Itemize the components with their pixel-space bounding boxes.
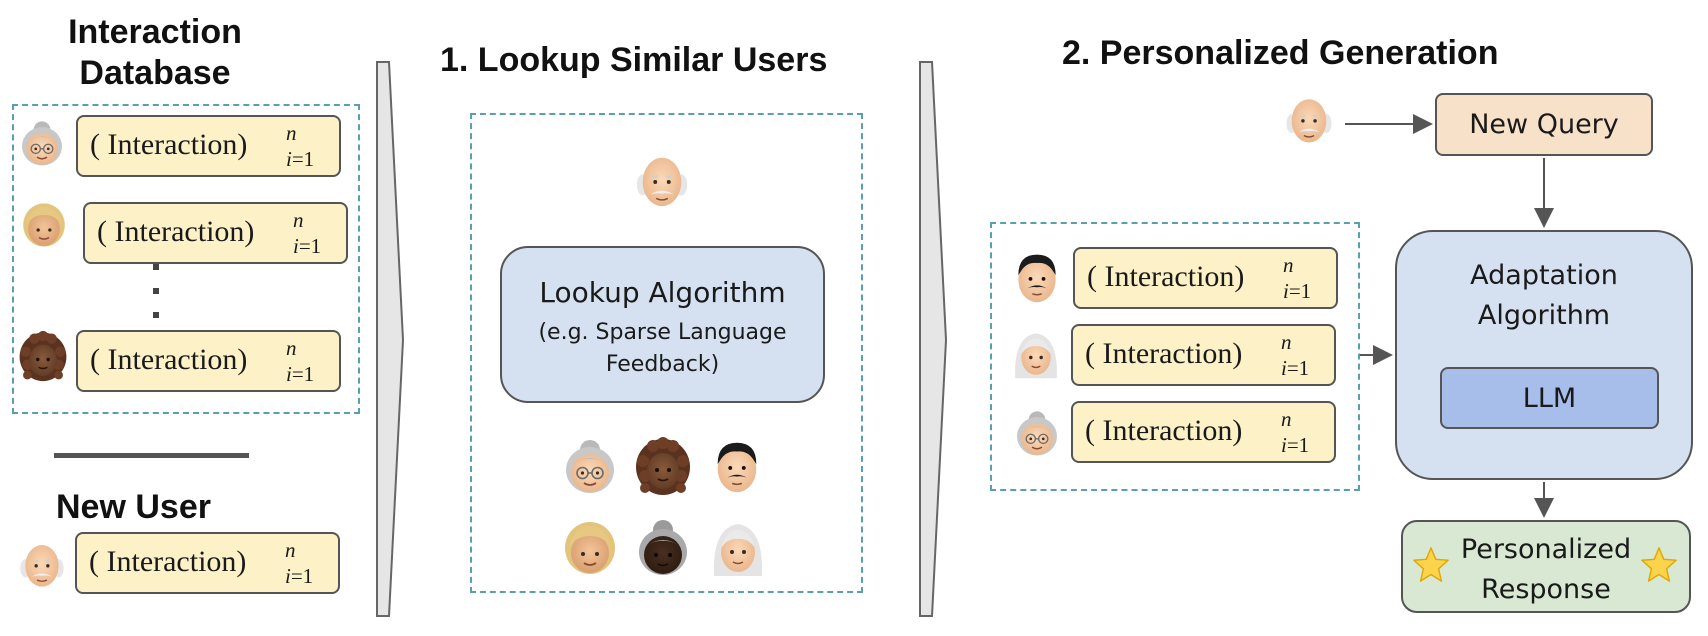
lookup-panel	[470, 113, 863, 593]
generation-title: 2. Personalized Generation	[1062, 34, 1499, 72]
adaptation-line2: Algorithm	[1477, 300, 1611, 331]
interaction-sup: n	[1281, 407, 1292, 431]
sub-var: i	[1281, 356, 1287, 380]
interaction-card: ( Interaction) n i=1	[76, 330, 341, 392]
sub-var: i	[1281, 433, 1287, 457]
sub-var: i	[286, 362, 292, 386]
interaction-card: ( Interaction) n i=1	[1071, 324, 1336, 386]
lookup-title: 1. Lookup Similar Users	[440, 41, 828, 79]
sub-rest: =1	[291, 147, 315, 171]
new-user-title: New User	[56, 488, 211, 526]
new-query-label: New Query	[1469, 109, 1619, 140]
response-line2: Response	[1481, 574, 1611, 605]
lookup-algorithm-title: Lookup Algorithm	[539, 276, 786, 309]
response-line1: Personalized	[1460, 534, 1632, 565]
interaction-card: ( Interaction) n i=1	[83, 202, 348, 264]
llm-label: LLM	[1522, 383, 1577, 414]
sub-rest: =1	[298, 234, 322, 258]
step-chevron-1	[376, 61, 405, 617]
lookup-algorithm-box: Lookup Algorithm (e.g. Sparse Language F…	[500, 246, 825, 403]
adaptation-line1: Adaptation	[1470, 260, 1618, 291]
interaction-card: ( Interaction) n i=1	[1073, 247, 1338, 309]
lookup-algorithm-line3: Feedback)	[605, 352, 720, 377]
similar-users-box	[990, 222, 1360, 491]
interaction-text: ( Interaction)	[1085, 414, 1243, 447]
sub-var: i	[293, 234, 299, 258]
interaction-sub: i=1	[285, 564, 313, 589]
database-title: Interaction Database	[0, 12, 310, 94]
interaction-card: ( Interaction) n i=1	[75, 532, 340, 594]
sub-rest: =1	[1286, 356, 1310, 380]
interaction-card: ( Interaction) n i=1	[76, 115, 341, 177]
interaction-text: ( Interaction)	[97, 215, 255, 248]
sub-rest: =1	[1288, 279, 1312, 303]
interaction-text: ( Interaction)	[90, 343, 248, 376]
interaction-sup: n	[1281, 330, 1292, 354]
interaction-sup: n	[293, 208, 304, 232]
interaction-text: ( Interaction)	[1085, 337, 1243, 370]
interaction-sub: i=1	[1281, 356, 1309, 381]
ellipsis-dots	[153, 264, 159, 324]
interaction-sub: i=1	[293, 234, 321, 259]
database-title-line1: Interaction	[68, 13, 242, 51]
interaction-sup: n	[286, 121, 297, 145]
interaction-sub: i=1	[286, 362, 314, 387]
interaction-sup: n	[285, 538, 296, 562]
llm-box: LLM	[1440, 367, 1659, 429]
lookup-algorithm-line2: (e.g. Sparse Language	[538, 320, 787, 345]
interaction-sup: n	[1283, 253, 1294, 277]
sub-var: i	[285, 564, 291, 588]
sub-rest: =1	[1286, 433, 1310, 457]
interaction-text: ( Interaction)	[90, 128, 248, 161]
database-title-line2: Database	[79, 53, 231, 92]
step-chevron-2	[919, 61, 948, 617]
interaction-sub: i=1	[286, 147, 314, 172]
interaction-database-box	[12, 104, 360, 414]
interaction-sup: n	[286, 336, 297, 360]
new-query-box: New Query	[1435, 93, 1653, 156]
separator-line	[54, 453, 249, 458]
interaction-card: ( Interaction) n i=1	[1071, 401, 1336, 463]
sub-var: i	[286, 147, 292, 171]
sub-var: i	[1283, 279, 1289, 303]
interaction-sub: i=1	[1281, 433, 1309, 458]
sub-rest: =1	[290, 564, 314, 588]
sub-rest: =1	[291, 362, 315, 386]
personalized-response-box: Personalized Response	[1401, 520, 1691, 613]
interaction-text: ( Interaction)	[89, 545, 247, 578]
adaptation-algorithm-box: Adaptation Algorithm LLM	[1395, 230, 1693, 480]
interaction-text: ( Interaction)	[1087, 260, 1245, 293]
interaction-sub: i=1	[1283, 279, 1311, 304]
